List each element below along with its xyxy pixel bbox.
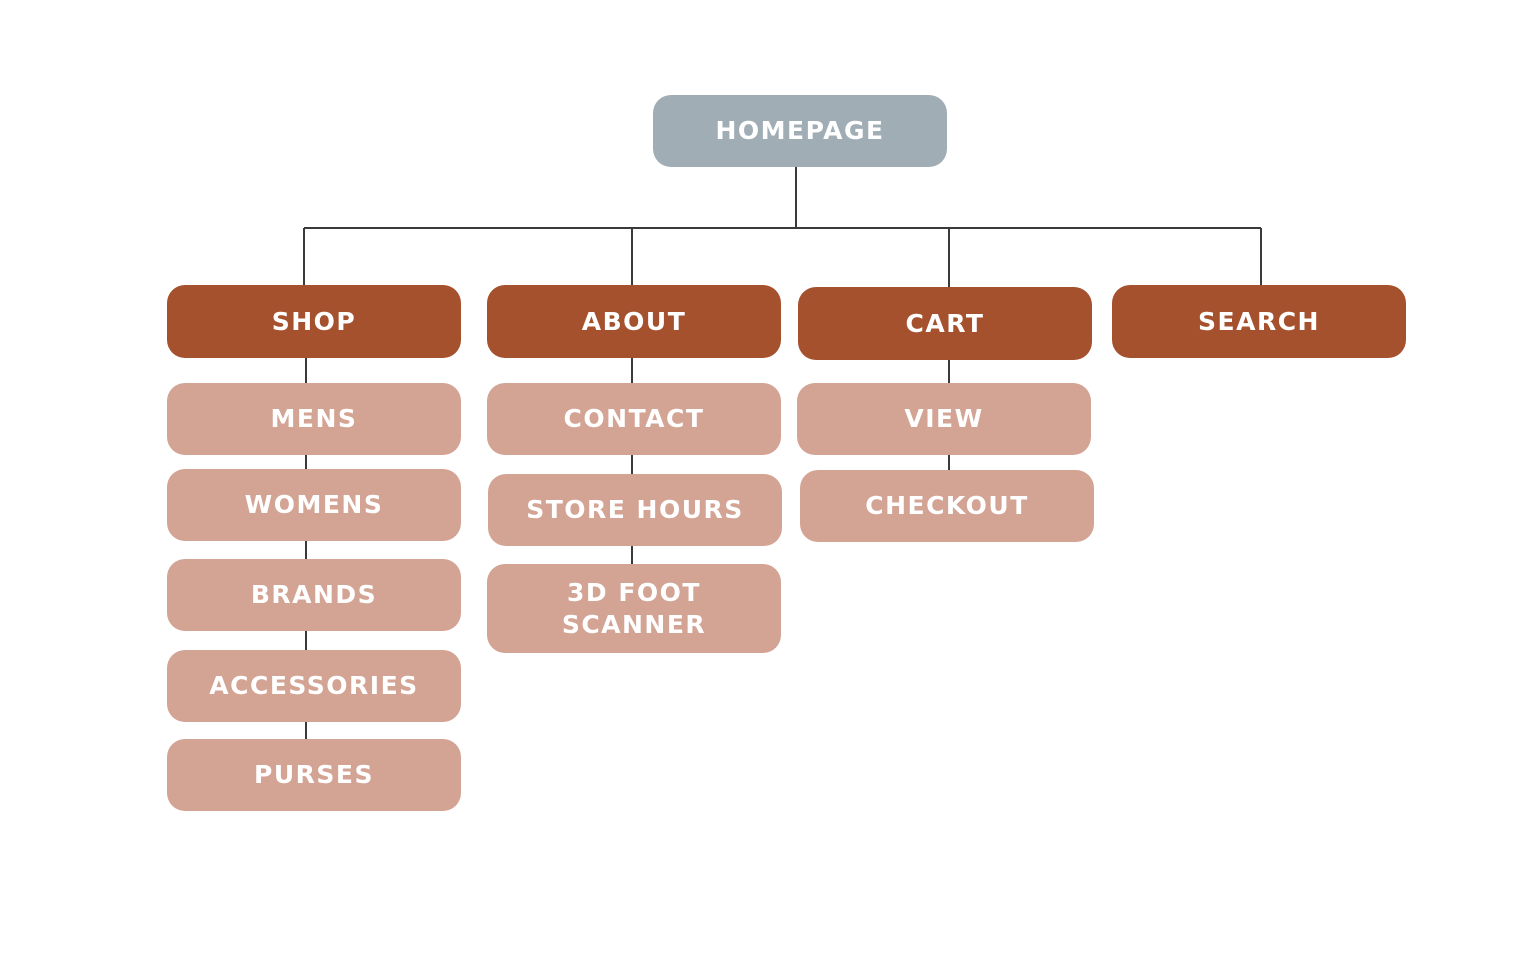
node-womens-label: WOMENS	[244, 490, 384, 519]
node-store-hours: STORE HOURS	[488, 474, 782, 546]
node-shop-label: SHOP	[271, 306, 357, 336]
node-shop: SHOP	[167, 285, 461, 358]
node-store-hours-label: STORE HOURS	[526, 495, 744, 524]
node-view-label: VIEW	[904, 404, 984, 433]
node-search-label: SEARCH	[1198, 306, 1320, 336]
node-accessories-label: ACCESSORIES	[209, 671, 419, 700]
node-homepage-label: HOMEPAGE	[715, 116, 885, 145]
node-purses: PURSES	[167, 739, 461, 811]
node-mens: MENS	[167, 383, 461, 455]
node-about: ABOUT	[487, 285, 781, 358]
node-brands: BRANDS	[167, 559, 461, 631]
node-brands-label: BRANDS	[250, 580, 378, 609]
node-mens-label: MENS	[270, 404, 358, 433]
node-search: SEARCH	[1112, 285, 1406, 358]
node-purses-label: PURSES	[254, 760, 374, 789]
node-3d-foot-scanner: 3D FOOT SCANNER	[487, 564, 781, 653]
node-cart: CART	[798, 287, 1092, 360]
node-contact: CONTACT	[487, 383, 781, 455]
node-cart-label: CART	[905, 308, 985, 338]
node-about-label: ABOUT	[581, 306, 687, 336]
node-checkout: CHECKOUT	[800, 470, 1094, 542]
node-contact-label: CONTACT	[563, 404, 705, 433]
node-3d-foot-scanner-line-1: 3D FOOT	[567, 577, 701, 607]
node-view: VIEW	[797, 383, 1091, 455]
node-accessories: ACCESSORIES	[167, 650, 461, 722]
node-checkout-label: CHECKOUT	[865, 491, 1029, 520]
node-homepage: HOMEPAGE	[653, 95, 947, 167]
node-womens: WOMENS	[167, 469, 461, 541]
node-3d-foot-scanner-line-2: SCANNER	[561, 609, 707, 639]
